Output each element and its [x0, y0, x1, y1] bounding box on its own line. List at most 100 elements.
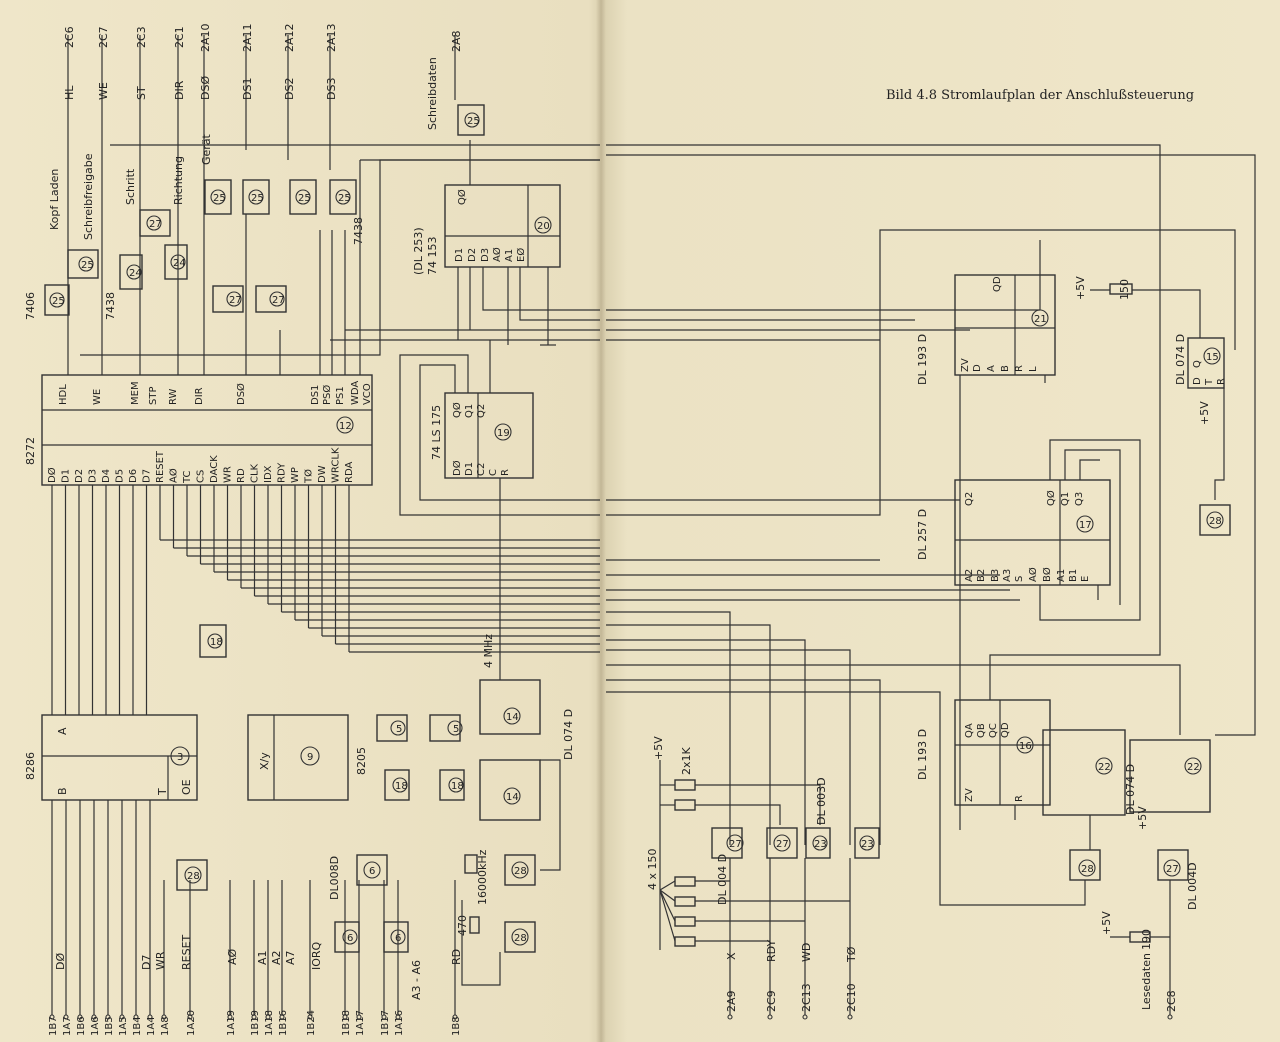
- svg-text:5: 5: [453, 724, 459, 735]
- pin-label-8272: MEM: [130, 381, 141, 405]
- pin-label-8272: WE: [92, 389, 103, 405]
- top-signal-lines: [67, 35, 456, 355]
- pin-label-bottom: 1A16: [394, 1010, 405, 1036]
- bottom-signal-labels: DØ D7 WR RESET AØ A1 A2 A7 IORQ A3 - A6 …: [54, 934, 463, 1000]
- svg-text:2A9: 2A9: [725, 990, 738, 1012]
- svg-text:A: A: [56, 727, 69, 735]
- svg-text:B: B: [1000, 365, 1011, 372]
- pin-label-8272: DSØ: [235, 383, 247, 405]
- svg-text:T: T: [1204, 378, 1215, 386]
- svg-text:QØ: QØ: [1045, 490, 1057, 506]
- pin-label-8272: DS1: [310, 385, 321, 405]
- svg-text:DØ: DØ: [451, 460, 463, 476]
- svg-text:74 153: 74 153: [426, 237, 439, 276]
- pin-label-8272: RESET: [155, 450, 166, 483]
- bottom-gates: 18 5 5 18 18 28 6 6 6 DL008D: [176, 624, 465, 953]
- svg-text:QA: QA: [964, 723, 975, 738]
- pin-label-bottom: 1A5: [118, 1016, 129, 1036]
- svg-text:18: 18: [395, 781, 408, 792]
- svg-text:ZV: ZV: [960, 358, 971, 372]
- svg-text:A3: A3: [1002, 569, 1013, 582]
- label-schreibdaten: Schreibdaten: [426, 57, 439, 130]
- pin-label-bottom: 1B6: [76, 1016, 87, 1036]
- pin-label-bottom: 1B8: [451, 1016, 462, 1036]
- label-geraet: Gerät: [200, 133, 213, 165]
- pin-label-bottom: 1B24: [306, 1010, 317, 1036]
- pin-label-8272: STP: [148, 387, 159, 406]
- svg-text:Q1: Q1: [464, 404, 475, 418]
- svg-text:TØ: TØ: [845, 946, 858, 963]
- svg-text:27: 27: [776, 839, 789, 850]
- svg-text:18: 18: [451, 781, 464, 792]
- svg-text:QD: QD: [1000, 722, 1011, 738]
- svg-text:25: 25: [467, 116, 480, 127]
- top-signal-labels: HL 2C6 WE 2C7 ST 2C3 DIR 2C1 DSØ 2A10 DS…: [63, 23, 463, 100]
- book-fold: [596, 0, 606, 1042]
- sig-ds0: DSØ: [199, 76, 212, 100]
- pin-label-8272: DØ: [46, 467, 58, 483]
- label-7406: 7406: [24, 292, 37, 320]
- pin-label-bottom: 1A18: [264, 1010, 275, 1036]
- svg-text:8205: 8205: [355, 747, 368, 775]
- svg-text:28: 28: [1209, 516, 1222, 527]
- svg-text:B3: B3: [990, 569, 1001, 582]
- pin-label-8272: WDA: [350, 381, 361, 405]
- chip-8286: 3 8286 A B T OE: [24, 714, 198, 801]
- pin-label-bottom: 1B7: [48, 1016, 59, 1036]
- sig-ds3: DS3: [325, 78, 338, 100]
- svg-text:28: 28: [514, 866, 527, 877]
- svg-text:AØ: AØ: [491, 247, 503, 262]
- svg-text:QC: QC: [988, 723, 999, 738]
- pin-label-bottom: 1A17: [355, 1010, 366, 1036]
- svg-text:25: 25: [298, 193, 311, 204]
- svg-text:AØ: AØ: [226, 948, 239, 965]
- svg-text:14: 14: [506, 712, 519, 723]
- svg-text:A2: A2: [270, 950, 283, 965]
- label-kopf-laden: Kopf Laden: [48, 169, 61, 230]
- svg-text:+5V: +5V: [1100, 911, 1113, 935]
- svg-text:150: 150: [1118, 279, 1131, 300]
- pin-2a10: 2A10: [199, 23, 212, 52]
- sig-ds2: DS2: [283, 78, 296, 100]
- pin-label-8272: WP: [290, 467, 301, 483]
- svg-text:A1: A1: [504, 249, 515, 262]
- svg-text:5: 5: [396, 724, 402, 735]
- svg-text:AØ: AØ: [1027, 567, 1039, 582]
- svg-text:DL 074 D: DL 074 D: [1174, 334, 1187, 385]
- svg-text:17: 17: [1079, 520, 1092, 531]
- svg-text:(DL 253): (DL 253): [412, 227, 425, 275]
- pin-label-8272: DIR: [194, 387, 205, 405]
- pin-label-8272: DW: [317, 465, 328, 483]
- svg-text:18: 18: [210, 637, 223, 648]
- pin-label-8272: AØ: [168, 468, 180, 483]
- chip-dl074d-22: 22 22 DL 074 D +5V 28 27 DL 004D: [939, 729, 1211, 1015]
- svg-text:EØ: EØ: [515, 248, 527, 262]
- pin-label-8272: D2: [74, 469, 85, 483]
- svg-text:R: R: [1014, 795, 1025, 802]
- pin-2c7: 2C7: [97, 26, 110, 48]
- svg-text:2C13: 2C13: [800, 983, 813, 1012]
- svg-text:+5V: +5V: [1198, 401, 1211, 425]
- svg-text:21: 21: [1034, 314, 1047, 325]
- svg-text:QB: QB: [976, 723, 987, 738]
- label-schreibfreigabe: Schreibfreigabe: [82, 153, 95, 240]
- svg-text:DØ: DØ: [54, 953, 67, 970]
- chip-dl257d-17: 17 DL 257 D Q2 QØ Q1 Q3 A2 B2 B3 A3 S AØ…: [916, 439, 1141, 621]
- svg-text:+5V: +5V: [1074, 276, 1087, 300]
- pin-label-8272: D1: [61, 469, 72, 483]
- pin-label-8272: WR: [223, 466, 234, 483]
- svg-text:25: 25: [52, 296, 65, 307]
- svg-text:2C9: 2C9: [765, 990, 778, 1012]
- bottom-right-gates: +5V 2x1K 4 x 150 27 27 23 23 DL 004 D DL…: [646, 736, 1170, 950]
- label-7438-a: 7438: [104, 292, 117, 320]
- svg-text:2C8: 2C8: [1165, 990, 1178, 1012]
- pin-2a11: 2A11: [241, 23, 254, 52]
- svg-text:14: 14: [506, 792, 519, 803]
- pin-label-bottom: 1B16: [278, 1010, 289, 1036]
- svg-text:22: 22: [1187, 762, 1200, 773]
- svg-text:23: 23: [861, 839, 874, 850]
- svg-text:RDY: RDY: [765, 939, 778, 962]
- pin-label-8272: CS: [196, 470, 207, 483]
- svg-text:X: X: [725, 952, 738, 960]
- pin-label-bottom: 1A6: [90, 1016, 101, 1036]
